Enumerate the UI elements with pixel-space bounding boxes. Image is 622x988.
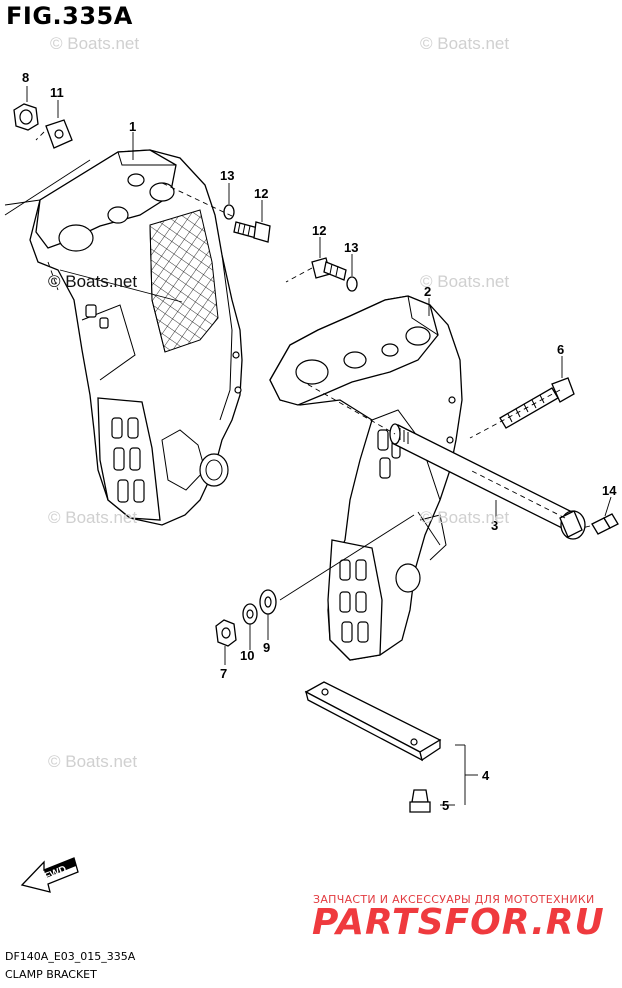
promo-tagline: ЗАПЧАСТИ И АКСЕССУАРЫ ДЛЯ МОТОТЕХНИКИ xyxy=(313,893,595,906)
callout-2: 2 xyxy=(424,284,431,299)
leader-lines xyxy=(4,86,612,806)
plate-4 xyxy=(304,681,442,762)
washer-9 xyxy=(259,589,277,615)
figure-code: DF140A_E03_015_335A xyxy=(5,950,136,963)
callout-9: 9 xyxy=(263,640,270,655)
watermark: © Boats.net xyxy=(48,508,138,527)
callout-11: 11 xyxy=(50,85,64,100)
callout-14: 14 xyxy=(602,483,617,498)
callout-12-upper: 12 xyxy=(254,186,268,201)
watermark: © Boats.net xyxy=(50,34,140,53)
plate-11 xyxy=(45,119,73,149)
bolt-upper xyxy=(233,221,271,243)
callout-5: 5 xyxy=(442,798,449,813)
callout-3: 3 xyxy=(491,518,498,533)
callout-7: 7 xyxy=(220,666,227,681)
long-bolt xyxy=(499,377,575,429)
callout-13-upper: 13 xyxy=(220,168,234,183)
watermark: © Boats.net xyxy=(420,34,510,53)
washer-lower xyxy=(346,276,358,292)
alignment-lines xyxy=(35,131,591,529)
bolt-lower xyxy=(311,257,347,281)
washer-upper xyxy=(223,204,235,220)
callout-labels: 1 2 3 4 5 6 7 8 9 10 11 12 12 13 13 14 xyxy=(22,70,617,813)
washer-10 xyxy=(242,603,258,625)
watermark: © Boats.net xyxy=(48,752,138,771)
callout-1: 1 xyxy=(129,119,136,134)
callout-8: 8 xyxy=(22,70,29,85)
fwd-arrow-icon: FWD xyxy=(20,857,79,893)
watermark: © Boats.net xyxy=(48,272,138,291)
figure-title: FIG.335A xyxy=(6,2,133,30)
watermark: © Boats.net xyxy=(420,508,510,527)
callout-10: 10 xyxy=(240,648,254,663)
callout-4: 4 xyxy=(482,768,490,783)
clamp-bracket-right xyxy=(269,295,463,661)
nut-7 xyxy=(215,619,237,647)
tilt-tube xyxy=(389,423,586,540)
clamp-bracket-left xyxy=(29,149,243,526)
small-bolt xyxy=(591,513,619,535)
bolt-5 xyxy=(409,789,431,813)
callout-13-lower: 13 xyxy=(344,240,358,255)
nut-8 xyxy=(13,103,39,131)
brand-logo-text: PARTSFOR.RU xyxy=(312,902,605,943)
figure-caption: CLAMP BRACKET xyxy=(5,968,97,981)
watermark: © Boats.net xyxy=(420,272,510,291)
callout-12-lower: 12 xyxy=(312,223,326,238)
callout-6: 6 xyxy=(557,342,564,357)
